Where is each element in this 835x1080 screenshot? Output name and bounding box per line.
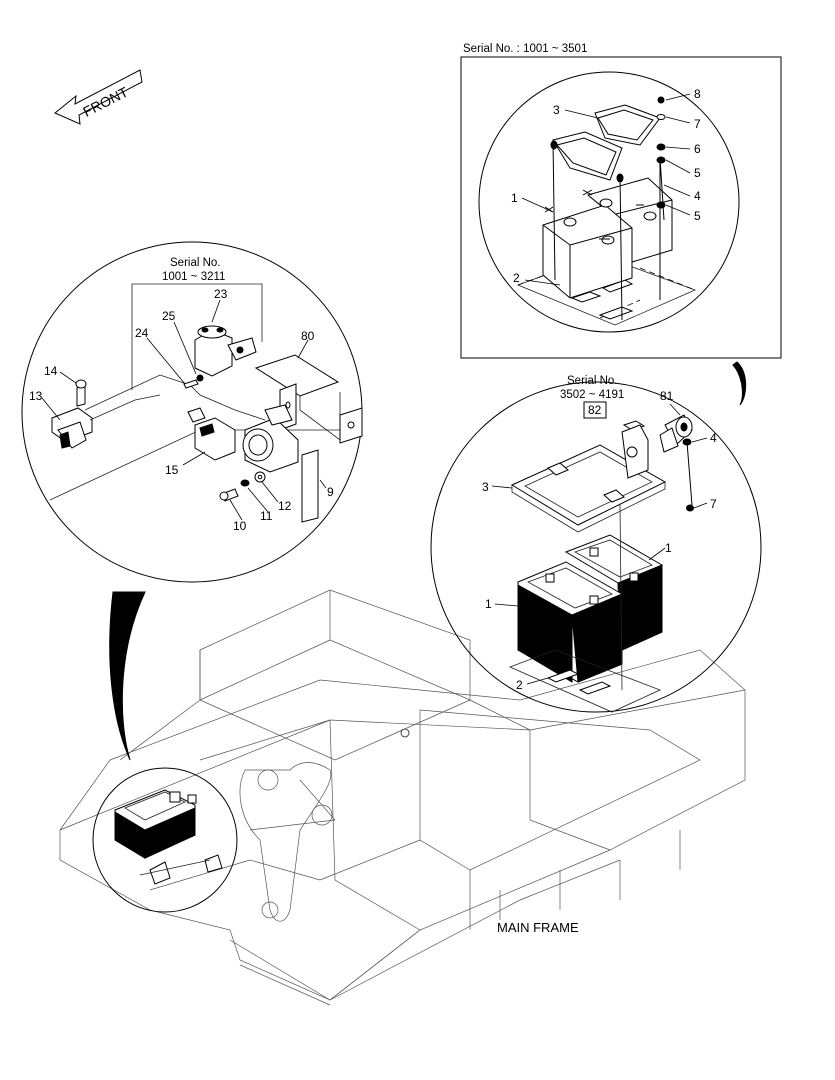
main-frame-drawing: MAIN FRAME [59, 589, 746, 1006]
battery-locator-circle [92, 767, 238, 913]
inset-a-callout: 5 [694, 166, 701, 180]
front-arrow-icon: FRONT [54, 69, 143, 125]
inset-c-serial-line2: 1001 ~ 3211 [162, 271, 225, 283]
inset-c-callout: 80 [301, 329, 315, 343]
inset-c-callout: 15 [165, 463, 179, 477]
inset-b-callout: 7 [710, 497, 717, 511]
inset-a-serial: Serial No. : 1001 ~ 3501 [463, 43, 587, 55]
inset-c-callout: 12 [278, 499, 292, 513]
inset-b-serial-line2: 3502 ~ 4191 [560, 389, 624, 401]
inset-c-callout: 11 [260, 509, 273, 523]
inset-c-callout: 23 [214, 287, 228, 301]
inset-c: Serial No. 1001 ~ 3211 23 25 24 80 [21, 241, 363, 583]
inset-b-callout: 1 [665, 541, 672, 555]
inset-b-callout: 4 [710, 431, 717, 445]
inset-b-callout: 1 [485, 597, 492, 611]
inset-b-callout: 3 [482, 480, 489, 494]
inset-a-callout: 6 [694, 142, 701, 156]
inset-b-callout: 82 [588, 403, 602, 417]
inset-c-callout: 24 [135, 326, 149, 340]
pointer-wedge-left [109, 591, 146, 761]
inset-a-callout: 2 [513, 271, 520, 285]
inset-c-callout: 10 [233, 519, 247, 533]
inset-c-callout: 14 [44, 364, 58, 378]
inset-a-callout: 8 [694, 87, 701, 101]
main-frame-label: MAIN FRAME [497, 920, 579, 935]
inset-a-callout: 5 [694, 209, 701, 223]
inset-a: Serial No. : 1001 ~ 3501 [460, 43, 782, 359]
inset-c-serial-line1: Serial No. [170, 257, 221, 269]
inset-a-callout: 4 [694, 189, 701, 203]
inset-a-callout: 7 [694, 117, 701, 131]
inset-c-callout: 9 [327, 485, 334, 499]
front-label: FRONT [80, 83, 131, 119]
inset-c-callout: 25 [162, 309, 176, 323]
pointer-wedge-right [732, 361, 747, 406]
inset-a-callout: 3 [553, 103, 560, 117]
inset-c-callout: 13 [29, 389, 43, 403]
inset-b-callout: 2 [516, 678, 523, 692]
inset-b-callout: 81 [660, 389, 674, 403]
inset-b: Serial No. 3502 ~ 4191 82 81 4 7 3 [430, 375, 762, 713]
inset-b-serial-line1: Serial No. [567, 375, 618, 387]
inset-a-callout: 1 [511, 191, 518, 205]
